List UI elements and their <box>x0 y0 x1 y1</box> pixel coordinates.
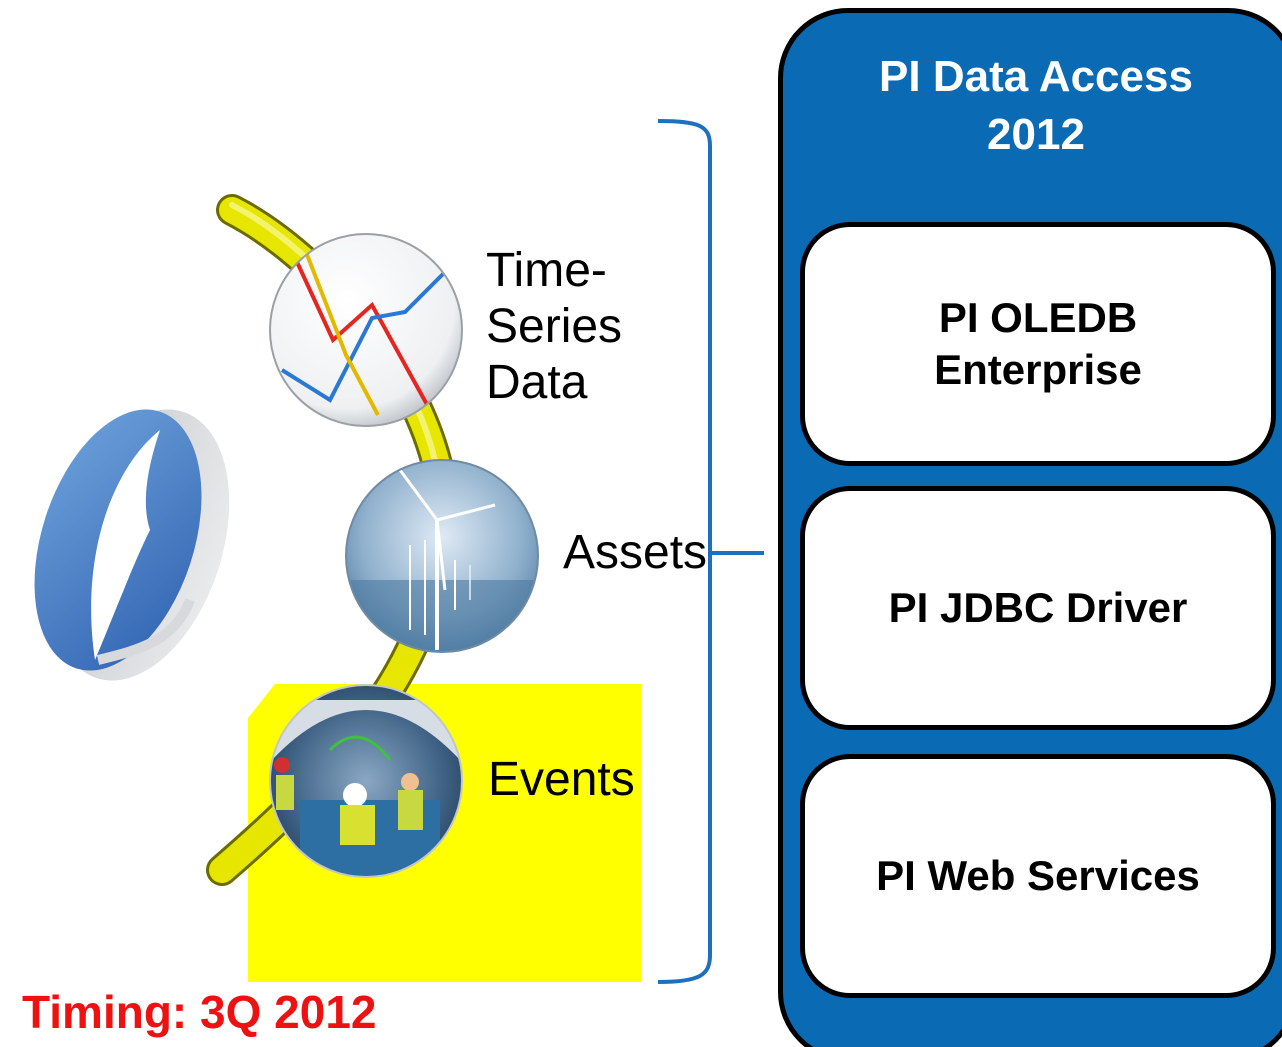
timing-label: Timing: 3Q 2012 <box>22 986 377 1038</box>
chart-thumbnail <box>270 234 462 426</box>
events-label: Events <box>488 753 635 806</box>
technicians-photo <box>270 685 462 877</box>
pi-web-services-box: PI Web Services <box>800 754 1276 998</box>
time-series-data-label: Time- Series Data <box>486 244 623 409</box>
assets-label: Assets <box>563 526 708 579</box>
wind-turbine-photo <box>346 460 538 652</box>
pi-oledb-enterprise-box: PI OLEDB Enterprise <box>800 222 1276 466</box>
panel-title: PI Data Access 2012 <box>879 52 1193 159</box>
osisoft-logo <box>34 409 230 681</box>
pi-jdbc-driver-box: PI JDBC Driver <box>800 486 1276 730</box>
bracket <box>657 119 712 984</box>
